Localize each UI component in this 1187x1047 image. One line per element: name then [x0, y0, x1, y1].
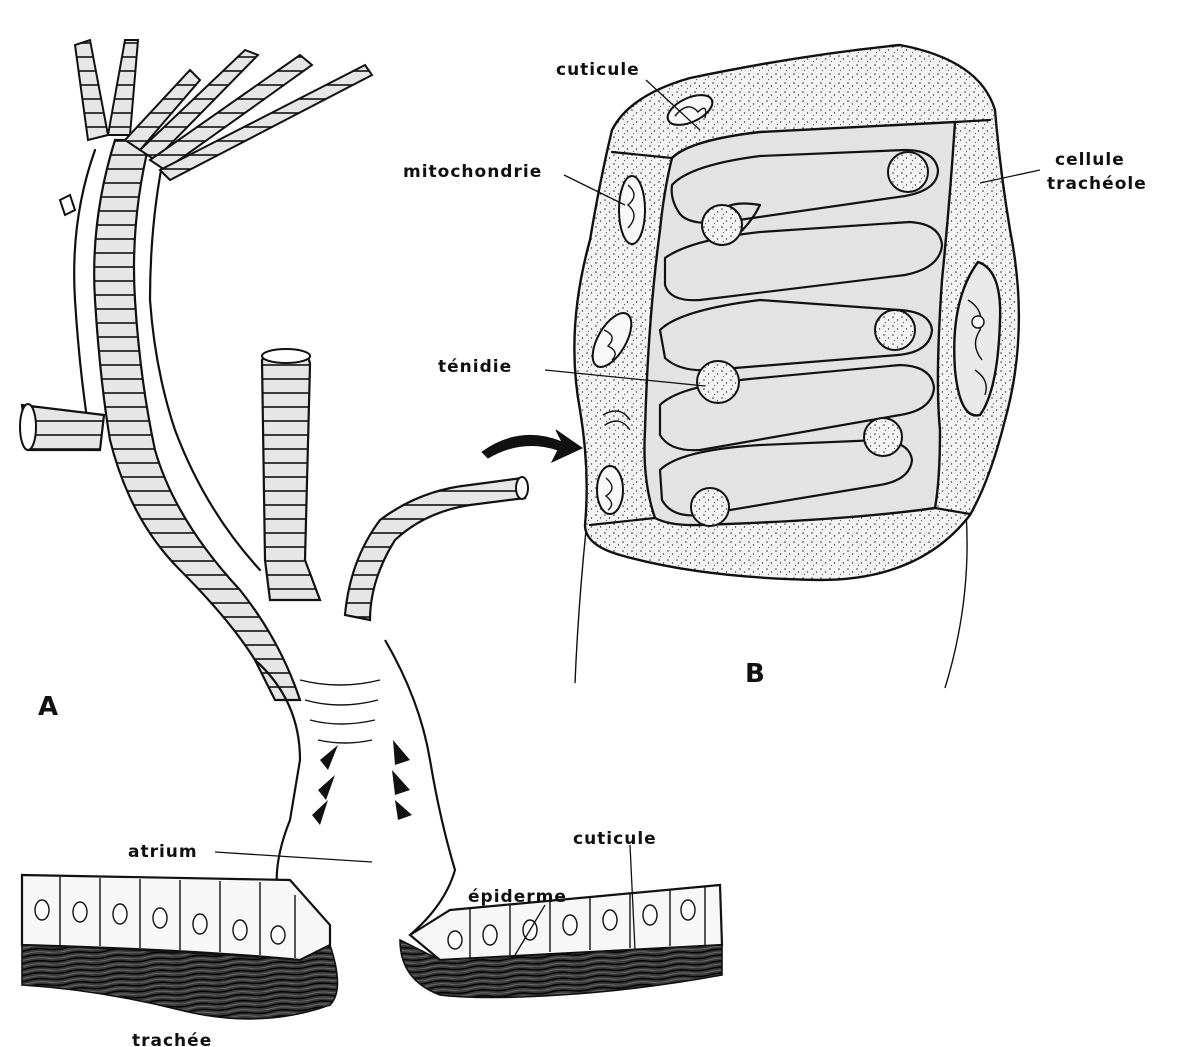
main-trunk-outer-right: [148, 148, 262, 572]
right-branch: [343, 476, 527, 622]
cell-boundary-top-right: [953, 118, 992, 124]
label-epiderme: épiderme: [468, 887, 567, 907]
panel-label-b: B: [745, 659, 765, 689]
label-mitochondrie: mitochondrie: [403, 162, 542, 182]
label-cuticule-b: cuticule: [556, 60, 640, 80]
panel-label-a: A: [38, 692, 58, 722]
top-branches: [58, 38, 374, 217]
mitochondria: [591, 94, 714, 515]
cell-boundary-bottom-left: [588, 516, 657, 527]
muscle-layer-right: [399, 938, 723, 999]
label-atrium: atrium: [128, 842, 198, 862]
cell-boundary-top-left: [610, 150, 674, 160]
label-partial-bottom: trachée: [132, 1031, 212, 1047]
magnify-arrow: [481, 429, 584, 464]
taenidia-knobs: [690, 151, 929, 527]
vertical-branch: [260, 348, 322, 602]
body-wall-right-line: [944, 511, 968, 689]
body-wall-left-line: [574, 529, 587, 684]
epidermis-cells: [20, 873, 724, 962]
label-tenidie: ténidie: [438, 357, 512, 377]
muscle-layer-left: [21, 943, 339, 1020]
cell-boundary-bottom-right: [933, 506, 972, 516]
main-trunk-outer-left: [73, 148, 97, 452]
label-leaders: [214, 79, 1041, 956]
label-cellule: cellule: [1055, 150, 1125, 170]
label-tracheole: trachéole: [1047, 174, 1147, 194]
panel-a-tracheal-system: [19, 38, 724, 1020]
label-cuticule-a: cuticule: [573, 829, 657, 849]
atrium-stem-right: [384, 639, 457, 936]
main-trunk-wall: [93, 138, 302, 702]
atrium-setae: [312, 740, 412, 825]
tracheole-nucleus: [953, 260, 1002, 417]
panel-b-section: [573, 43, 1021, 689]
